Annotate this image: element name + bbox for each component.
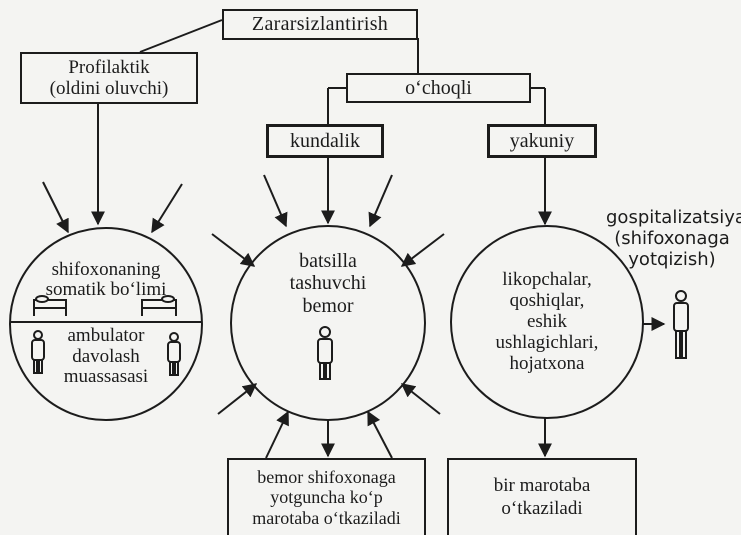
bottom-middle-line-2: yotguncha ko‘p: [270, 487, 383, 508]
arrow-mid-n-right: [368, 174, 393, 228]
profilaktik-line-1: Profilaktik: [68, 56, 150, 78]
middle-line-2: tashuvchi: [289, 272, 367, 295]
left-circle: [9, 227, 203, 421]
arrow-mid-e-lower: [400, 383, 441, 415]
person-icon: [317, 326, 333, 380]
left-circle-upper-text: shifoxonaning somatik bo‘limi: [22, 260, 190, 300]
bottom-right-box: bir marotaba o‘tkaziladi: [447, 458, 637, 535]
right-line-1: likopchalar,: [502, 269, 592, 290]
kundalik-label: kundalik: [290, 129, 360, 152]
ochoqli-box: o‘choqli: [346, 73, 531, 103]
bed-icon: [33, 295, 67, 316]
person-icon: [167, 332, 181, 376]
arrow-mid-w-upper: [211, 233, 256, 267]
profilaktik-line-2: (oldini oluvchi): [49, 78, 169, 99]
left-lower-line-2: davolash: [72, 345, 140, 367]
left-lower-line-1: ambulator: [67, 325, 145, 346]
top-box-label: Zararsizlantirish: [251, 13, 389, 35]
ochoqli-label: o‘choqli: [405, 76, 472, 99]
arrow-left-circle-nw: [42, 181, 69, 234]
middle-circle-text: batsilla tashuvchi bemor: [268, 250, 388, 317]
arrow-mid-s-left: [265, 410, 289, 459]
top-box: Zararsizlantirish: [222, 9, 418, 40]
gospital-line-1: gospitalizatsiya: [606, 207, 741, 228]
right-line-5: hojatxona: [509, 352, 585, 374]
left-circle-lower-text: ambulator davolash muassasasi: [40, 325, 172, 388]
bottom-right-line-1: bir marotaba: [493, 474, 591, 496]
gospital-line-2: (shifoxonaga: [614, 227, 730, 249]
middle-line-3: bemor: [302, 294, 354, 317]
right-line-4: ushlagichlari,: [495, 331, 599, 353]
arrow-mid-w-lower: [217, 383, 258, 415]
right-circle: [450, 225, 644, 419]
yakuniy-box: yakuniy: [487, 124, 597, 158]
left-upper-line-1: shifoxonaning: [51, 259, 161, 280]
gospital-line-3: yotqizish): [628, 248, 716, 270]
left-lower-line-3: muassasasi: [63, 366, 149, 388]
kundalik-box: kundalik: [266, 124, 384, 158]
yakuniy-label: yakuniy: [509, 129, 575, 152]
middle-line-1: batsilla: [299, 250, 357, 272]
gospitalizatsiya-label: gospitalizatsiya (shifoxonaga yotqizish): [606, 207, 741, 271]
profilaktik-box: Profilaktik (oldini oluvchi): [20, 52, 198, 104]
arrow-mid-e-upper: [400, 233, 445, 267]
bottom-middle-box: bemor shifoxonaga yotguncha ko‘p marotab…: [227, 458, 426, 535]
arrow-mid-n-left: [263, 174, 288, 228]
left-upper-line-2: somatik bo‘limi: [45, 278, 167, 300]
right-line-2: qoshiqlar,: [509, 289, 585, 311]
bottom-middle-line-1: bemor shifoxonaga: [257, 467, 396, 488]
connector-top-profilaktik: [139, 19, 223, 53]
arrow-mid-s-right: [367, 410, 393, 459]
bottom-right-line-2: o‘tkaziladi: [501, 497, 583, 519]
bed-icon: [141, 295, 177, 316]
right-line-3: eshik: [526, 310, 568, 332]
right-circle-text: likopchalar, qoshiqlar, eshik ushlagichl…: [477, 269, 617, 374]
bottom-middle-line-3: marotaba o‘tkaziladi: [252, 507, 401, 528]
person-icon: [31, 330, 45, 374]
arrow-left-circle-ne: [151, 183, 183, 234]
person-icon: [673, 290, 689, 359]
